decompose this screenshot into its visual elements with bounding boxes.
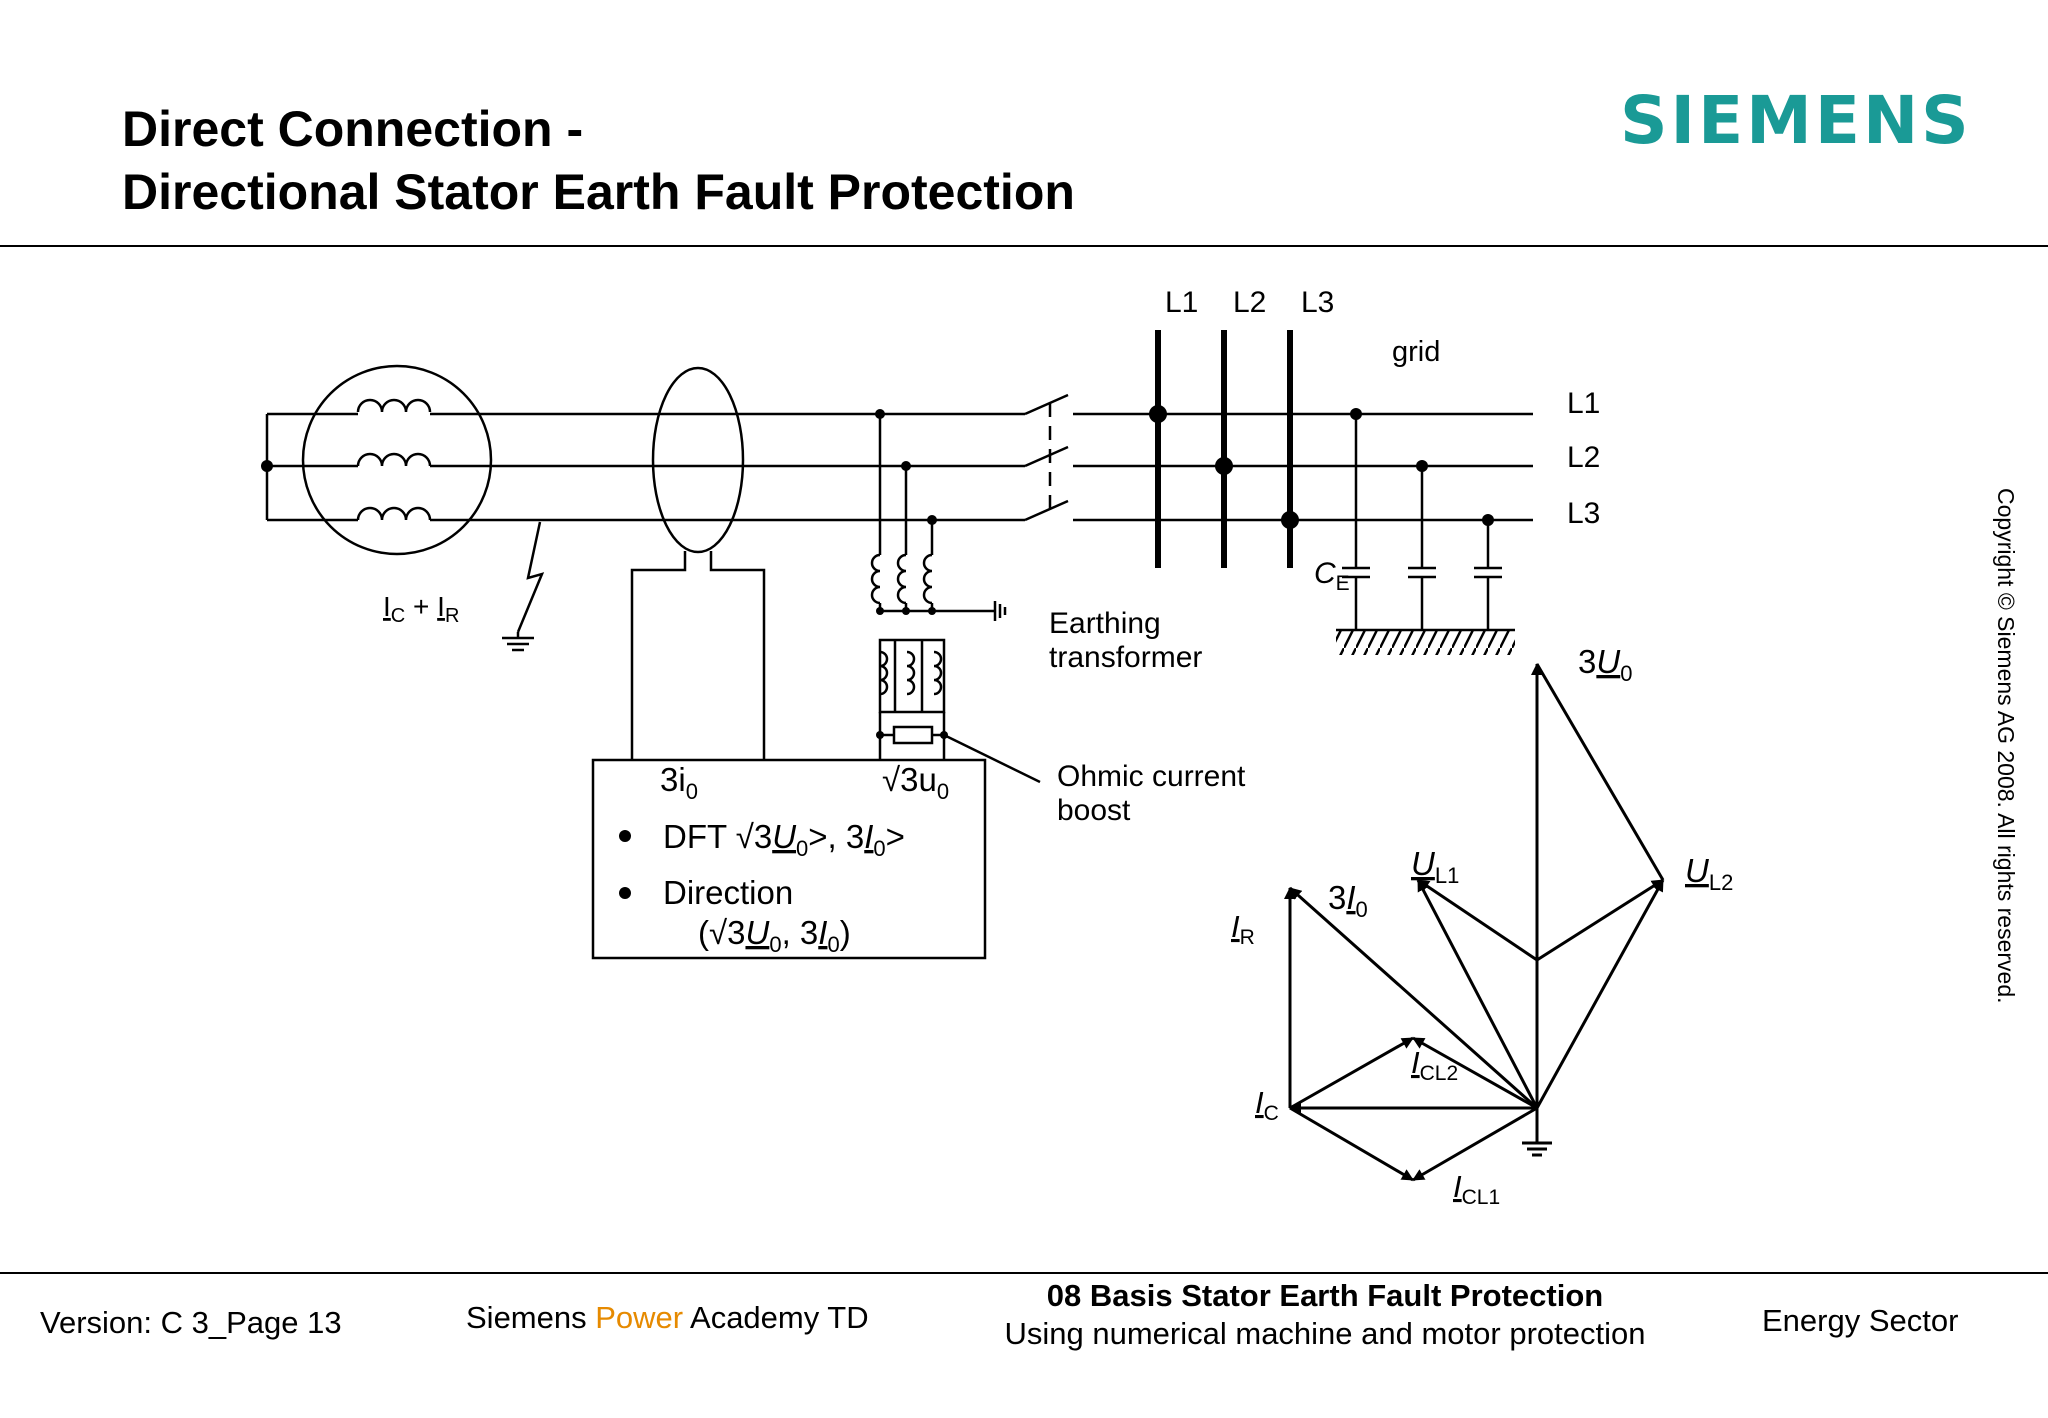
phasor-ul2 — [1535, 879, 1665, 1109]
relay-input-voltage: √3u0 — [882, 761, 949, 804]
phasor-icl2 — [1412, 1036, 1538, 1110]
busbar-label-l2: L2 — [1233, 286, 1266, 319]
footer-course-title: 08 Basis Stator Earth Fault Protection — [1046, 1278, 1604, 1313]
label-icl2: ICL2 — [1411, 1045, 1458, 1085]
et-secondary-coil-3 — [933, 650, 943, 696]
ohmic-boost-label: Ohmic current boost — [1057, 760, 1254, 827]
siemens-logo: SIEMENS — [1620, 82, 1972, 159]
academy-suffix: Academy TD — [683, 1300, 869, 1335]
footer-course: 08 Basis Stator Earth Fault Protection U… — [1000, 1277, 1650, 1353]
label-ul1: UL1 — [1411, 845, 1459, 888]
relay-input-current: 3i0 — [660, 761, 698, 804]
footer-version: Version: C 3_Page 13 — [40, 1305, 342, 1340]
earth-fault-bolt — [516, 521, 545, 633]
et-primary-coil-1 — [870, 553, 881, 605]
label-ir: IR — [1231, 909, 1255, 949]
relay-box — [591, 758, 987, 960]
busbar-label-l1: L1 — [1165, 286, 1198, 319]
et-secondary-coil-2 — [906, 650, 916, 696]
fault-current-label: IC + IR — [383, 591, 459, 627]
label-icl1: ICL1 — [1453, 1169, 1500, 1209]
ground-hatch — [1336, 631, 1515, 655]
footer-course-subtitle: Using numerical machine and motor protec… — [1004, 1316, 1646, 1351]
title-line-2: Directional Stator Earth Fault Protectio… — [122, 164, 1075, 220]
generator-coil-3 — [356, 506, 432, 521]
generator-symbol — [301, 364, 493, 556]
phasor-icl1 — [1412, 1106, 1538, 1182]
label-ul2: UL2 — [1685, 852, 1733, 895]
phasor-ul1 — [1416, 879, 1539, 1109]
et-primary-coil-2 — [896, 553, 907, 605]
busbar-label-l3: L3 — [1301, 286, 1334, 319]
line-label-l3: L3 — [1567, 497, 1600, 530]
relay-bullet-dft: DFT √3U0>, 3I0> — [663, 818, 905, 861]
current-transformer — [651, 366, 745, 554]
phasor-3i0 — [1289, 886, 1538, 1110]
et-primary-coil-3 — [922, 553, 933, 605]
bullet-2 — [619, 887, 631, 899]
breaker-contact-3 — [1024, 499, 1069, 522]
earthing-transformer-label: Earthing transformer — [1049, 607, 1202, 674]
academy-prefix: Siemens — [466, 1300, 596, 1335]
generator-coil-2 — [356, 452, 432, 467]
ce-label: CE — [1314, 557, 1350, 595]
academy-accent: Power — [595, 1300, 684, 1335]
footer-academy: Siemens Power Academy TD — [466, 1300, 869, 1336]
relay-bullet-direction: Direction — [663, 874, 793, 911]
bullet-1 — [619, 830, 631, 842]
line-label-l1: L1 — [1567, 387, 1600, 420]
generator-coil-1 — [356, 398, 432, 413]
et-secondary-coil-1 — [879, 650, 889, 696]
header-divider — [0, 245, 2048, 247]
relay-direction-detail: (√3U0, 3I0) — [698, 914, 851, 957]
label-3u0: 3U0 — [1578, 643, 1632, 686]
label-ic: IC — [1255, 1085, 1279, 1125]
breaker-contact-2 — [1024, 445, 1069, 468]
line-label-l2: L2 — [1567, 441, 1600, 474]
footer-sector: Energy Sector — [1762, 1303, 1959, 1338]
load-resistor — [892, 725, 934, 745]
page-title: Direct Connection - Directional Stator E… — [122, 98, 1075, 224]
footer-divider — [0, 1272, 2048, 1274]
grid-label: grid — [1392, 336, 1440, 368]
title-line-1: Direct Connection - — [122, 101, 584, 157]
breaker-contact-1 — [1024, 393, 1069, 416]
label-3i0: 3I0 — [1328, 879, 1368, 922]
